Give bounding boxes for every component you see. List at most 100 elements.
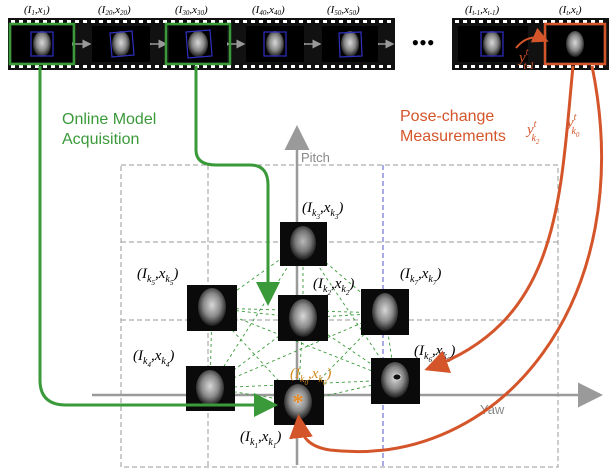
sprocket-hole <box>251 65 255 68</box>
frame-30 <box>164 22 232 66</box>
sprocket-hole <box>567 65 571 68</box>
sprocket-hole <box>275 20 279 23</box>
sprocket-hole <box>511 20 515 23</box>
orange-arrow-t-to-k6 <box>424 65 575 374</box>
sprocket-hole <box>11 65 15 68</box>
sprocket-hole <box>291 65 295 68</box>
sprocket-hole <box>147 65 151 68</box>
frame-labels: (I1,x1) (I20,x20) (I30,x30) (I40,x40) (I… <box>24 4 582 17</box>
sprocket-hole <box>235 65 239 68</box>
sprocket-holes <box>11 20 603 68</box>
frame-t-1 <box>458 26 528 62</box>
sprocket-hole <box>299 65 303 68</box>
sprocket-hole <box>179 20 183 23</box>
sprocket-hole <box>195 20 199 23</box>
sprocket-hole <box>171 65 175 68</box>
sprocket-hole <box>471 20 475 23</box>
frame-20 <box>92 26 150 62</box>
sprocket-hole <box>371 65 375 68</box>
sprocket-hole <box>275 65 279 68</box>
sprocket-hole <box>51 20 55 23</box>
sprocket-hole <box>75 65 79 68</box>
frame-t <box>543 22 607 66</box>
sprocket-hole <box>527 20 531 23</box>
label-k3: (Ik3,xk3) <box>302 200 343 221</box>
sprocket-hole <box>147 20 151 23</box>
sprocket-hole <box>219 65 223 68</box>
sprocket-hole <box>575 65 579 68</box>
tracking-box <box>109 30 135 58</box>
frame-label-40: (I40,x40) <box>252 4 285 17</box>
sprocket-hole <box>511 65 515 68</box>
sprocket-hole <box>123 20 127 23</box>
online-model-label-line1: Online Model <box>62 111 156 128</box>
tracking-box <box>480 31 504 57</box>
sprocket-hole <box>43 20 47 23</box>
frame-label-20: (I20,x20) <box>98 4 131 17</box>
sprocket-hole <box>139 20 143 23</box>
sprocket-hole <box>267 20 271 23</box>
label-k5: (Ik5,xk5) <box>137 266 178 287</box>
sprocket-hole <box>179 65 183 68</box>
sprocket-hole <box>599 65 603 68</box>
sprocket-hole <box>19 65 23 68</box>
sprocket-hole <box>599 20 603 23</box>
frames <box>8 22 607 66</box>
sprocket-hole <box>211 20 215 23</box>
sprocket-hole <box>83 20 87 23</box>
sprocket-hole <box>91 20 95 23</box>
sprocket-hole <box>219 20 223 23</box>
frame-label-50: (I50,x50) <box>327 4 360 17</box>
sprocket-hole <box>463 20 467 23</box>
label-k4: (Ik4,xk4) <box>133 348 174 369</box>
sprocket-hole <box>243 65 247 68</box>
sprocket-hole <box>35 20 39 23</box>
sprocket-hole <box>307 20 311 23</box>
keyframe-highlight-green <box>164 22 232 66</box>
sprocket-hole <box>59 65 63 68</box>
sprocket-hole <box>315 20 319 23</box>
frame-40 <box>246 26 304 62</box>
sprocket-hole <box>323 65 327 68</box>
sprocket-hole <box>495 65 499 68</box>
sprocket-hole <box>355 20 359 23</box>
arrow-t-1-to-t <box>515 27 549 49</box>
sprocket-hole <box>347 20 351 23</box>
sprocket-hole <box>331 65 335 68</box>
sprocket-hole <box>131 20 135 23</box>
sprocket-hole <box>51 65 55 68</box>
label-k7: (Ik7,xk7) <box>400 266 441 287</box>
keyframe-k5 <box>187 285 237 331</box>
keyframe-k1 <box>274 380 324 425</box>
sprocket-hole <box>339 65 343 68</box>
sprocket-hole <box>83 65 87 68</box>
frame-label-1: (I1,x1) <box>24 4 50 17</box>
sprocket-hole <box>259 65 263 68</box>
sprocket-hole <box>471 65 475 68</box>
sprocket-hole <box>227 20 231 23</box>
sprocket-hole <box>495 20 499 23</box>
sprocket-hole <box>363 65 367 68</box>
sprocket-hole <box>379 65 383 68</box>
sprocket-hole <box>11 20 15 23</box>
sprocket-hole <box>387 20 391 23</box>
keyframe-k3 <box>280 222 327 266</box>
sprocket-hole <box>479 20 483 23</box>
frame-1 <box>8 22 76 66</box>
sprocket-hole <box>543 20 547 23</box>
sprocket-hole <box>115 65 119 68</box>
current-pose-star-icon: * <box>293 389 304 414</box>
keyframe-k2 <box>278 295 328 341</box>
sprocket-hole <box>91 65 95 68</box>
sprocket-hole <box>519 65 523 68</box>
sprocket-hole <box>535 65 539 68</box>
sprocket-hole <box>387 65 391 68</box>
sprocket-hole <box>187 20 191 23</box>
sprocket-hole <box>243 20 247 23</box>
sprocket-hole <box>123 65 127 68</box>
sprocket-hole <box>527 65 531 68</box>
sprocket-hole <box>355 65 359 68</box>
